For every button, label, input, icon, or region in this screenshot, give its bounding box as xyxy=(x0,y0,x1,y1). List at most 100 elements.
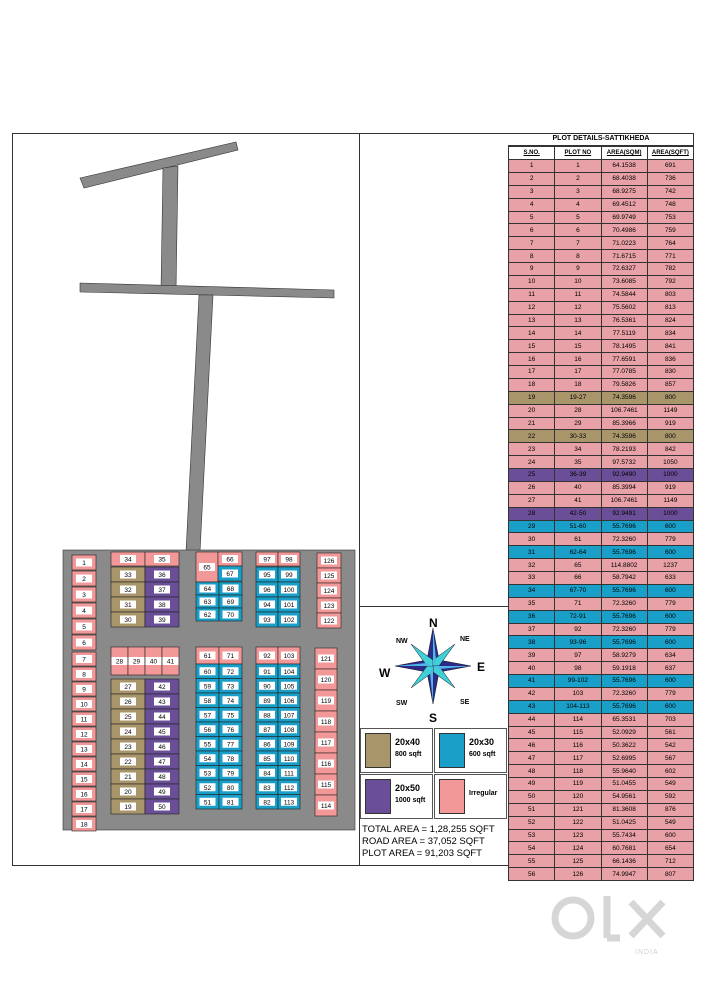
plot-number: 101 xyxy=(284,602,295,609)
cell-sno: 2 xyxy=(507,171,556,186)
compass-s-label: S xyxy=(429,711,437,725)
plot-72: 72 xyxy=(218,663,243,679)
cell-sqm: 50.3622 xyxy=(600,738,648,753)
legend-swatch-20x30 xyxy=(439,733,465,768)
cell-sqft: 841 xyxy=(646,339,695,354)
plot-label-bg xyxy=(154,697,170,706)
cell-plot: 120 xyxy=(554,789,602,804)
legend-20x50: 20x50 1000 sqft xyxy=(360,774,433,819)
cell-sqm: 71.6715 xyxy=(600,249,648,263)
cell-sno: 13 xyxy=(507,313,556,328)
plot-number: 26 xyxy=(124,699,132,706)
plot-number: 106 xyxy=(284,698,295,705)
plot-number: 34 xyxy=(124,557,132,564)
plot-73: 73 xyxy=(218,678,243,694)
cell-sqm: 78.1495 xyxy=(600,339,648,354)
plot-label-bg xyxy=(281,768,297,777)
plot-120: 120 xyxy=(314,668,338,691)
cell-sno: 24 xyxy=(507,455,556,469)
cell-sqm: 77.5119 xyxy=(600,326,648,341)
cell-plot: 2 xyxy=(554,171,602,186)
cell-sqm: 66.1436 xyxy=(600,854,648,869)
plot-number: 30 xyxy=(124,617,132,624)
plot-85: 85 xyxy=(255,750,279,766)
plot-111: 111 xyxy=(277,765,301,781)
legend-swatch-20x50 xyxy=(365,779,391,814)
plot-number: 38 xyxy=(158,602,166,609)
plot-label-bg xyxy=(259,710,275,719)
plot-61: 61 xyxy=(195,646,220,665)
plot-label-bg xyxy=(76,790,92,798)
plot-90: 90 xyxy=(255,678,279,694)
plot-number: 21 xyxy=(124,774,132,781)
plot-number: 76 xyxy=(227,727,235,734)
plot-number: 52 xyxy=(204,785,212,792)
plot-18: 18 xyxy=(71,816,97,832)
plot-74: 74 xyxy=(218,692,243,708)
cell-sqft: 634 xyxy=(646,648,695,663)
cell-sqm: 52.0929 xyxy=(600,725,648,740)
cell-sqm: 70.4986 xyxy=(600,223,648,238)
plot-number: 126 xyxy=(324,558,335,565)
plot-number: 73 xyxy=(227,683,235,690)
plot-103: 103 xyxy=(277,646,301,665)
cell-sqm: 65.3531 xyxy=(600,712,648,727)
plot-107: 107 xyxy=(277,707,301,723)
plot-number: 111 xyxy=(284,770,294,777)
plot-label-bg xyxy=(259,725,275,734)
plot-41: 41 xyxy=(161,646,180,676)
cell-plot: 93-96 xyxy=(554,635,602,650)
legend-sub-20x50: 1000 sqft xyxy=(395,797,426,804)
cell-sqft: 592 xyxy=(646,789,695,804)
plot-label-bg xyxy=(199,783,216,792)
plot-number: 74 xyxy=(227,698,235,705)
cell-sqm: 68.4038 xyxy=(600,171,648,186)
cell-sqm: 74.3596 xyxy=(600,429,648,444)
cell-sqft: 712 xyxy=(646,854,695,869)
cell-plot: 6 xyxy=(554,223,602,238)
plot-number: 105 xyxy=(284,683,295,690)
plot-number: 108 xyxy=(284,727,295,734)
cell-sno: 30 xyxy=(507,532,556,547)
plot-number: 81 xyxy=(227,799,235,806)
cell-sqm: 74.5844 xyxy=(600,287,648,302)
plot-43: 43 xyxy=(144,693,180,710)
cell-plot: 3 xyxy=(554,184,602,199)
plot-81: 81 xyxy=(218,794,243,810)
plot-number: 78 xyxy=(227,756,235,763)
plot-65: 65 xyxy=(195,551,219,583)
compass-ne-label: NE xyxy=(460,636,470,643)
plot-number: 22 xyxy=(124,759,132,766)
cell-sqm: 85.3994 xyxy=(600,480,648,495)
cell-plot: 41 xyxy=(554,493,602,508)
cell-plot: 1 xyxy=(554,159,602,173)
cell-sqft: 600 xyxy=(646,583,695,598)
area-totals: TOTAL AREA = 1,28,255 SQFT ROAD AREA = 3… xyxy=(362,824,495,860)
plot-number: 48 xyxy=(158,774,166,781)
plot-label-bg xyxy=(199,584,216,593)
plot-29: 29 xyxy=(127,646,146,676)
cell-plot: 10 xyxy=(554,274,602,289)
plot-47: 47 xyxy=(144,753,180,770)
plot-64: 64 xyxy=(195,581,220,596)
cell-sno: 29 xyxy=(507,519,556,534)
plot-102: 102 xyxy=(277,611,301,628)
plot-label-bg xyxy=(222,754,239,763)
plot-label-bg xyxy=(318,738,334,747)
cell-plot: 12 xyxy=(554,300,602,315)
plot-2: 2 xyxy=(71,570,97,587)
plot-number: 61 xyxy=(204,653,212,660)
plot-label-bg xyxy=(76,820,92,828)
plot-number: 115 xyxy=(321,782,332,789)
plot-30: 30 xyxy=(110,611,146,628)
plot-number: 113 xyxy=(284,799,295,806)
plot-number: 29 xyxy=(133,659,141,666)
